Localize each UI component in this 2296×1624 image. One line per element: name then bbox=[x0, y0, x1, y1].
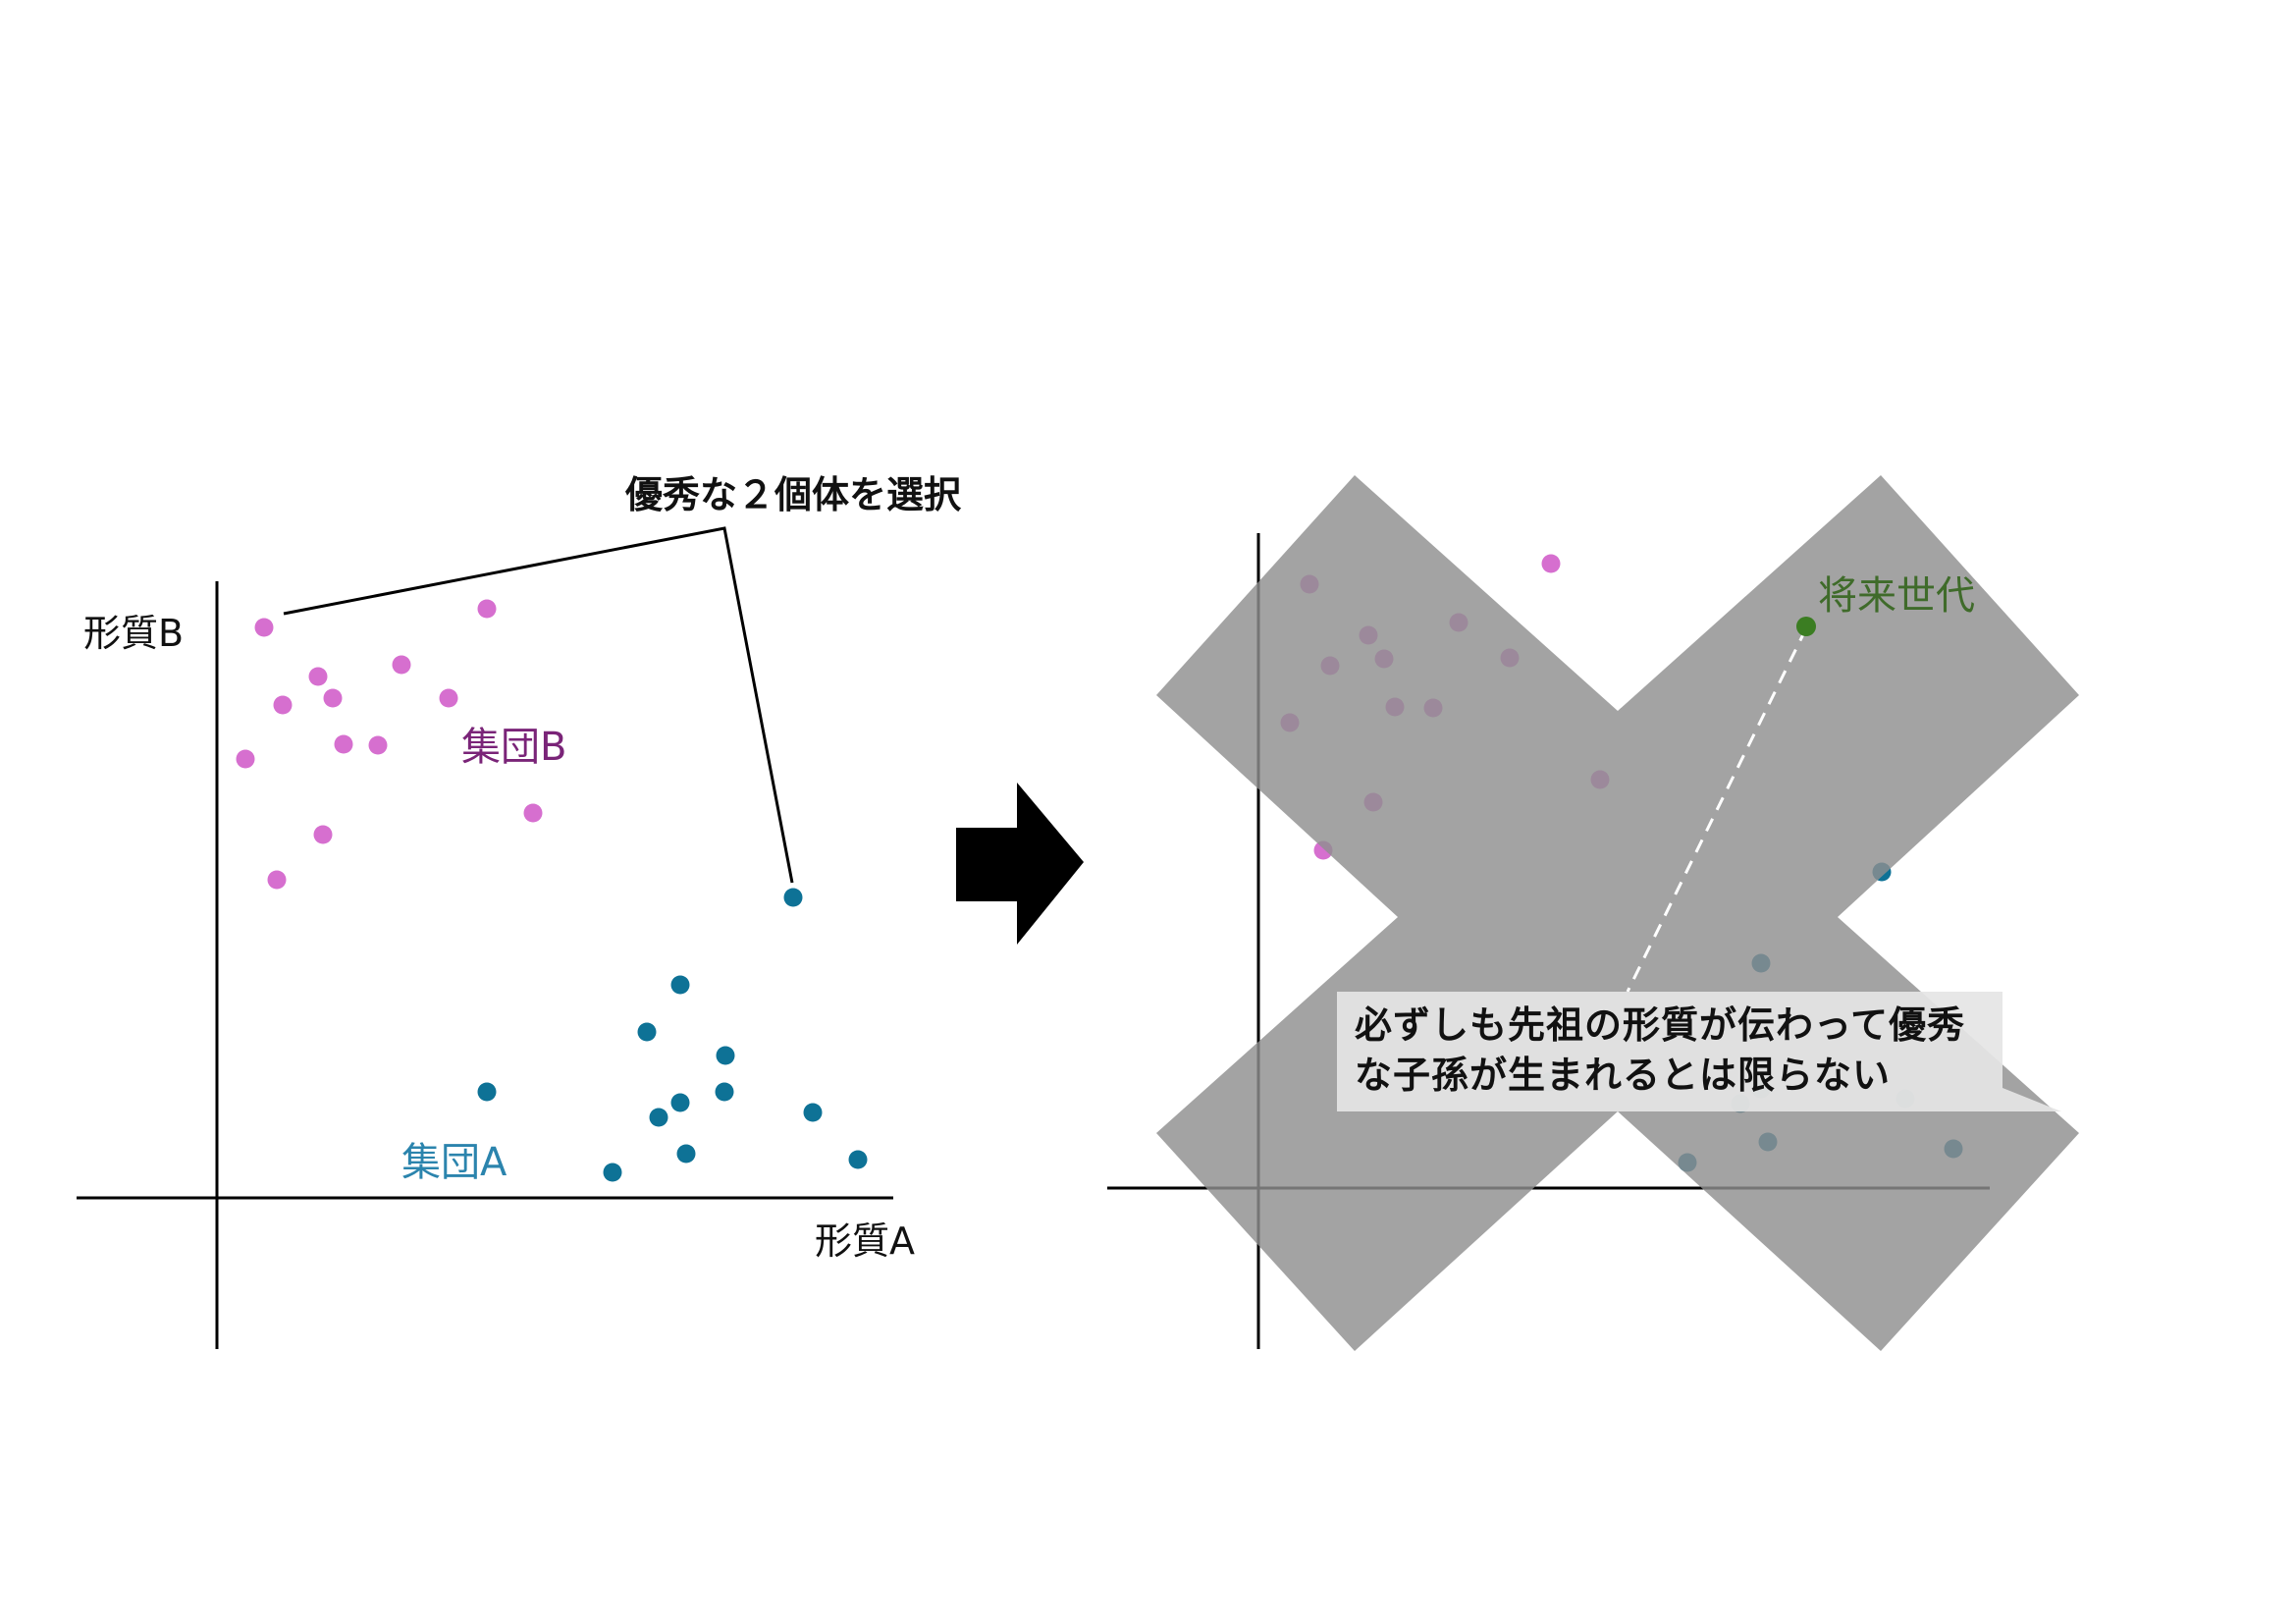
group-a-dot bbox=[637, 1022, 657, 1042]
group-a-dot bbox=[716, 1046, 735, 1065]
caption-box: 必ずしも先祖の形質が伝わって優秀 な子孫が生まれるとは限らない bbox=[1337, 992, 2061, 1111]
group-b-dot bbox=[323, 688, 343, 708]
group-b-dot bbox=[477, 599, 497, 619]
caption-line-2: な子孫が生まれるとは限らない bbox=[1355, 1054, 1891, 1097]
group-b-dot bbox=[392, 655, 411, 675]
lineage-dashed-line bbox=[1626, 627, 1808, 993]
group-a-dot bbox=[676, 1144, 696, 1164]
group-a-dot bbox=[670, 975, 690, 995]
group-a-dot bbox=[783, 888, 803, 907]
group-a-label: 集団A bbox=[401, 1140, 507, 1185]
left-group-b-dots bbox=[236, 599, 543, 890]
group-b-dot bbox=[313, 825, 333, 844]
group-b-dot bbox=[267, 870, 287, 890]
group-b-dot bbox=[523, 803, 543, 823]
selection-bracket-line bbox=[283, 526, 794, 884]
group-a-dot bbox=[670, 1093, 690, 1112]
group-b-label: 集団B bbox=[461, 725, 566, 770]
group-b-dot bbox=[254, 618, 274, 637]
right-arrow-icon bbox=[956, 783, 1084, 945]
group-a-dot bbox=[477, 1082, 497, 1102]
group-a-dot bbox=[848, 1150, 868, 1169]
group-a-dot bbox=[803, 1103, 823, 1122]
left-scatter-panel: 形質B 形質A 集団B bbox=[77, 473, 962, 1349]
group-b-dot bbox=[439, 688, 458, 708]
group-b-dot bbox=[334, 734, 353, 754]
group-b-dot bbox=[368, 735, 388, 755]
left-y-axis-label: 形質B bbox=[83, 612, 184, 655]
future-generation-label: 将来世代 bbox=[1818, 573, 1975, 619]
left-x-axis-label: 形質A bbox=[815, 1219, 915, 1263]
future-generation-dot bbox=[1796, 617, 1816, 636]
group-b-dot bbox=[273, 695, 293, 715]
group-a-dot bbox=[649, 1108, 668, 1127]
group-a-dot bbox=[715, 1082, 734, 1102]
x-mark-icon bbox=[1156, 475, 2079, 1351]
left-group-a-dots bbox=[477, 888, 868, 1182]
right-scatter-panel: 将来世代 必ずしも先祖の形質が伝わって優秀 な子孫が生まれるとは限らない bbox=[1107, 475, 2079, 1351]
group-b-dot bbox=[236, 749, 255, 769]
group-b-dot bbox=[1541, 554, 1561, 573]
selection-label: 優秀な２個体を選択 bbox=[624, 473, 962, 516]
group-a-dot bbox=[603, 1163, 622, 1182]
group-b-dot bbox=[308, 667, 328, 686]
caption-line-1: 必ずしも先祖の形質が伝わって優秀 bbox=[1355, 1003, 1965, 1047]
